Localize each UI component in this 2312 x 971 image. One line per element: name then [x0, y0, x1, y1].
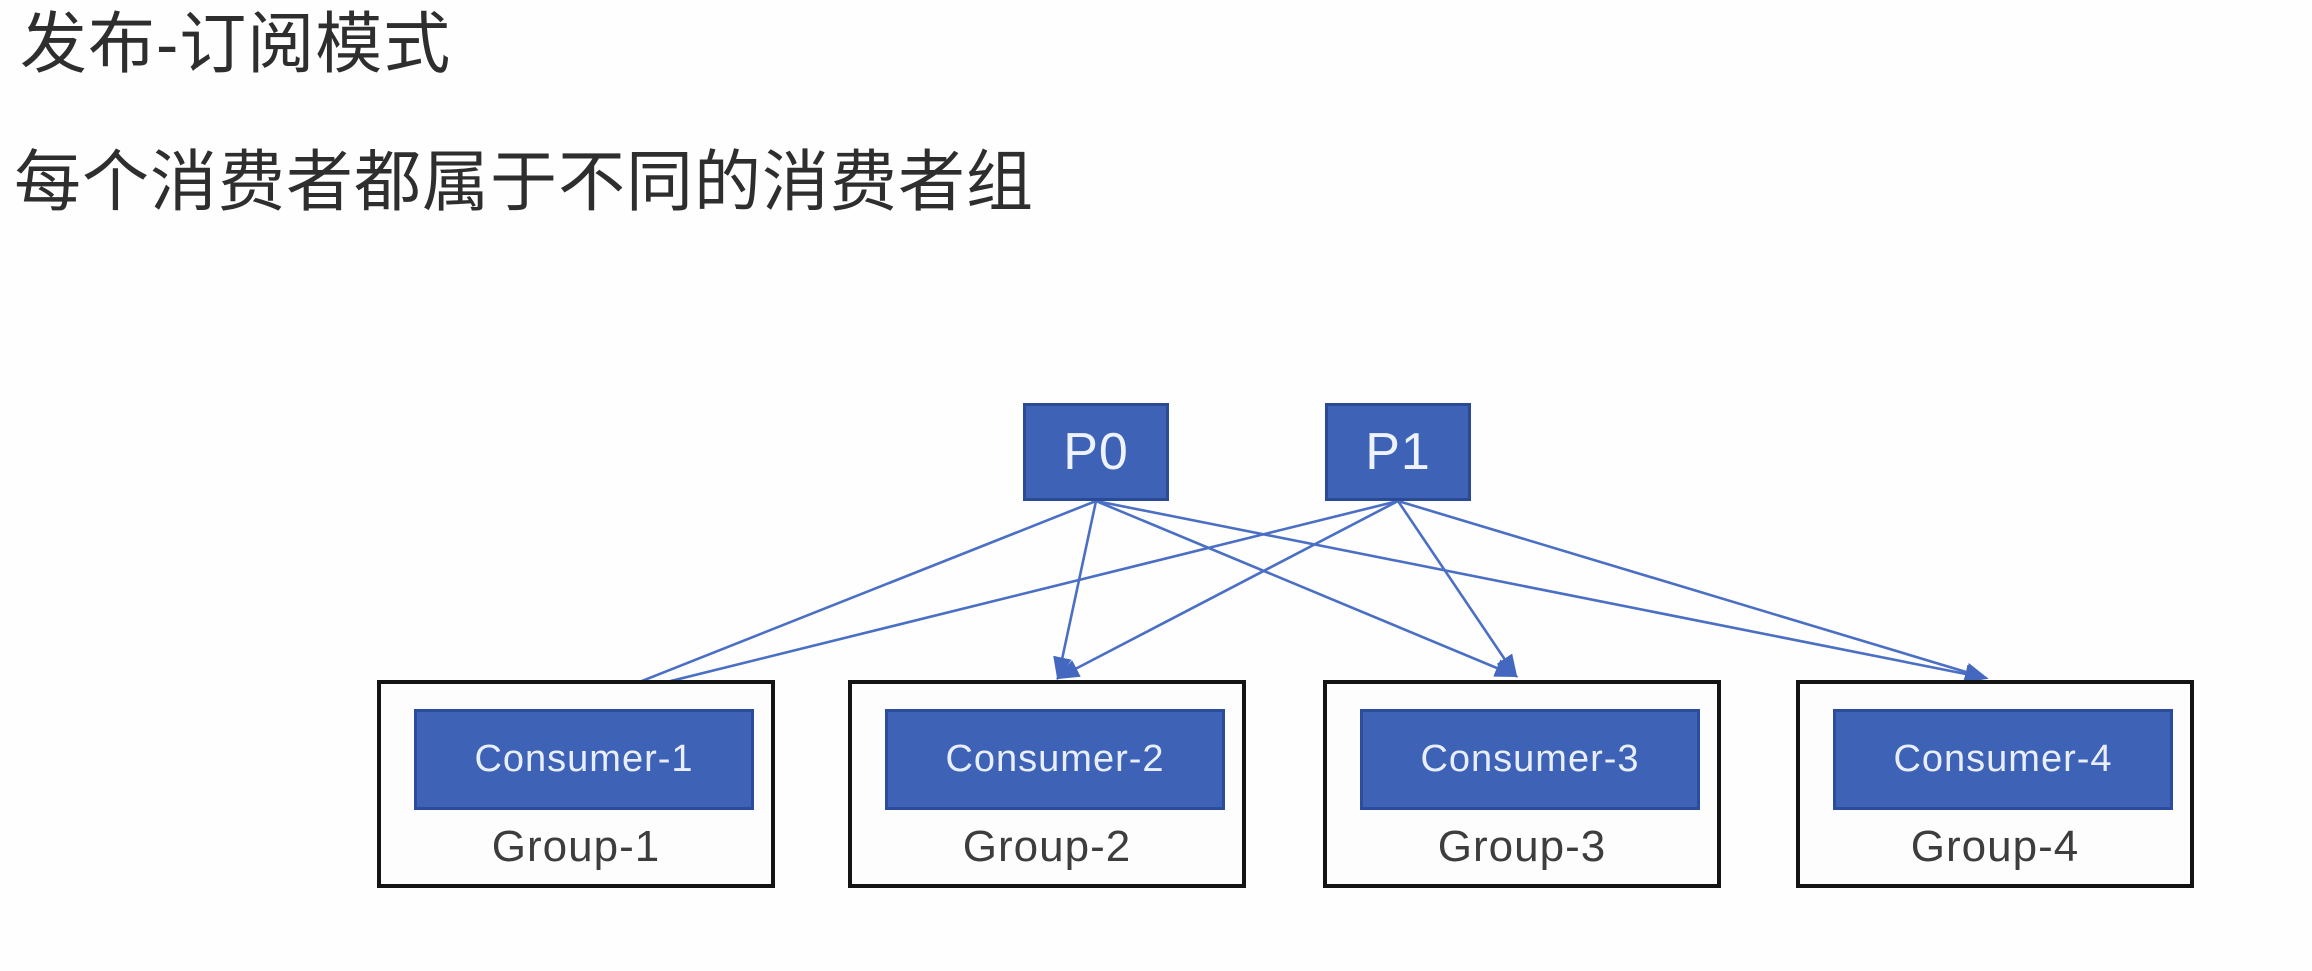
arrow-p0-to-consumer-2 [1053, 500, 1098, 681]
consumer-node-1: Consumer-1 [414, 709, 754, 810]
partition-label-p0: P0 [1063, 423, 1129, 481]
group-label-2: Group-2 [962, 822, 1132, 871]
consumer-node-3: Consumer-3 [1360, 709, 1700, 810]
partition-node-p0: P0 [1023, 403, 1169, 501]
arrow-p1-to-consumer-4 [1397, 499, 1989, 681]
arrow-p1-to-consumer-2 [1055, 499, 1399, 680]
partition-label-p1: P1 [1365, 423, 1431, 481]
group-label-3: Group-3 [1437, 822, 1607, 871]
group-label-1: Group-1 [491, 822, 661, 871]
partition-node-p1: P1 [1325, 403, 1471, 501]
arrow-p1-to-consumer-1 [591, 499, 1399, 705]
arrow-p0-to-consumer-1 [591, 499, 1097, 702]
slide-subtitle: 每个消费者都属于不同的消费者组 [14, 145, 1034, 220]
consumer-node-4: Consumer-4 [1833, 709, 2173, 810]
consumer-label-1: Consumer-1 [474, 738, 694, 780]
consumer-group-box-3: Consumer-3 Group-3 [1323, 680, 1721, 888]
consumer-group-box-1: Consumer-1 Group-1 [377, 680, 775, 888]
consumer-node-2: Consumer-2 [885, 709, 1225, 810]
consumer-label-3: Consumer-3 [1420, 738, 1640, 780]
slide-title: 发布-订阅模式 [20, 7, 452, 82]
consumer-group-box-2: Consumer-2 Group-2 [848, 680, 1246, 888]
consumer-group-box-4: Consumer-4 Group-4 [1796, 680, 2194, 888]
arrow-p0-to-consumer-3 [1095, 499, 1519, 678]
group-label-4: Group-4 [1910, 822, 2080, 871]
arrow-p0-to-consumer-4 [1095, 499, 1989, 684]
consumer-label-4: Consumer-4 [1893, 738, 2113, 780]
consumer-label-2: Consumer-2 [945, 738, 1165, 780]
arrow-p1-to-consumer-3 [1396, 500, 1518, 679]
